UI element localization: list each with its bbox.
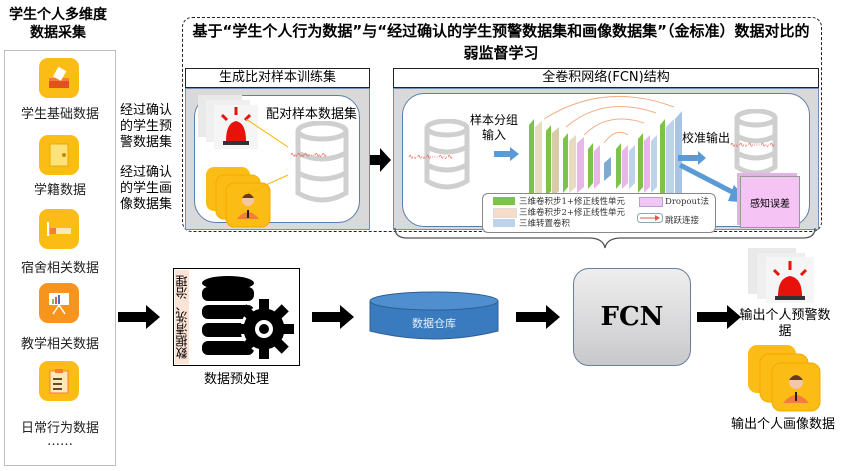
brace-connector [394, 228, 816, 249]
legend-skip-arrow-icon [637, 213, 663, 223]
legend-swatch-conv1 [493, 197, 515, 205]
arrow-right-icon [370, 148, 391, 172]
output-portrait-icon [748, 345, 821, 412]
left-column-title: 学生个人多维度数据采集 [9, 7, 107, 41]
perception-error-box: 感知误差 [740, 176, 800, 228]
ballot-box-icon [39, 58, 79, 98]
cleaning-governance-label: 数据清洗、治理 [175, 270, 189, 364]
signal-waveform: ∿ᵥ∿ᵥ∿⋯∿ᵥ∿ [290, 151, 327, 159]
clipboard-icon [39, 361, 79, 401]
legend-swatch-conv2 [493, 208, 517, 218]
weak-supervision-title: 基于“学生个人行为数据”与“经过确认的学生预警数据集和画像数据集”（金标准）数据… [192, 22, 810, 62]
source-label-dorm: 宿舍相关数据 [20, 261, 99, 276]
data-source-panel: 学生基础数据 学籍数据 宿舍相关数据 教学相关数据 日常行为数据 …… [4, 50, 116, 466]
bed-icon [39, 209, 79, 249]
output-waveform: ∿ᵥ∿ᵥ∿⋯∿ᵥ∿ [730, 141, 776, 149]
legend-label-conv2: 三维卷积步2+修正线性单元 [519, 208, 626, 218]
arrow-to-preprocess-icon [118, 305, 160, 329]
more-ellipsis: …… [47, 434, 73, 449]
legend-label-conv1: 三维卷积步1+修正线性单元 [519, 197, 626, 207]
portrait-stack-icon [206, 167, 271, 233]
legend-swatch-transconv [493, 219, 515, 227]
legend-label-transconv: 三维转置卷积 [519, 219, 571, 229]
input-arrow-icon [494, 147, 519, 161]
preprocess-box: 数据清洗、治理 [173, 268, 300, 366]
input-database-icon [424, 118, 470, 195]
source-label-teaching: 教学相关数据 [20, 337, 99, 352]
source-label-enrollment: 学籍数据 [33, 183, 86, 198]
output-portrait-label: 输出个人画像数据 [730, 417, 835, 432]
fcn-model-box: FCN [573, 268, 691, 366]
confirmed-warning-set-label: 经过确认的学生预警数据集 [120, 103, 173, 150]
confirmed-portrait-set-label: 经过确认的学生画像数据集 [120, 165, 173, 212]
legend-swatch-dropout [639, 197, 663, 207]
source-label-basic: 学生基础数据 [20, 107, 99, 122]
arrow-to-fcn-icon [516, 305, 560, 329]
database-gear-icon [202, 276, 294, 359]
legend-label-skip: 跳跃连接 [665, 216, 700, 226]
training-section-body: 配对样本数据集 ∿ᵥ∿ᵥ∿⋯∿ᵥ∿ [185, 88, 370, 230]
group-input-label: 样本分组输入 [469, 113, 518, 142]
connector-lines [246, 119, 289, 195]
arrow-to-warehouse-icon [312, 305, 354, 329]
output-database-icon [734, 108, 778, 181]
training-section-header: 生成比对样本训练集 [185, 68, 370, 88]
presentation-board-icon [39, 283, 79, 323]
database-icon [294, 120, 350, 207]
alarm-stack-icon [198, 95, 260, 154]
warehouse-label: 数据仓库 [412, 317, 456, 330]
fcn-layer-stack [529, 95, 682, 199]
data-warehouse-cylinder [369, 291, 499, 340]
input-waveform: ∿ᵥ∿ᵥ∿⋯∿ᵥ∿ [408, 153, 454, 161]
paired-sample-label: 配对样本数据集 [266, 107, 358, 122]
output-alarm-icon [748, 248, 814, 303]
folder-icon [39, 135, 79, 175]
calibrated-output-label: 校准输出 [682, 131, 731, 145]
preprocess-label: 数据预处理 [203, 372, 269, 387]
legend-label-dropout: Dropout法 [665, 197, 709, 207]
fcn-section-header: 全卷积网络(FCN)结构 [393, 68, 819, 88]
fcn-legend: 三维卷积步1+修正线性单元 三维卷积步2+修正线性单元 三维转置卷积 Dropo… [482, 193, 716, 233]
arrow-to-outputs-icon [697, 305, 741, 329]
source-label-daily: 日常行为数据 [20, 421, 99, 436]
output-warning-label: 输出个人预警数据 [739, 308, 831, 339]
